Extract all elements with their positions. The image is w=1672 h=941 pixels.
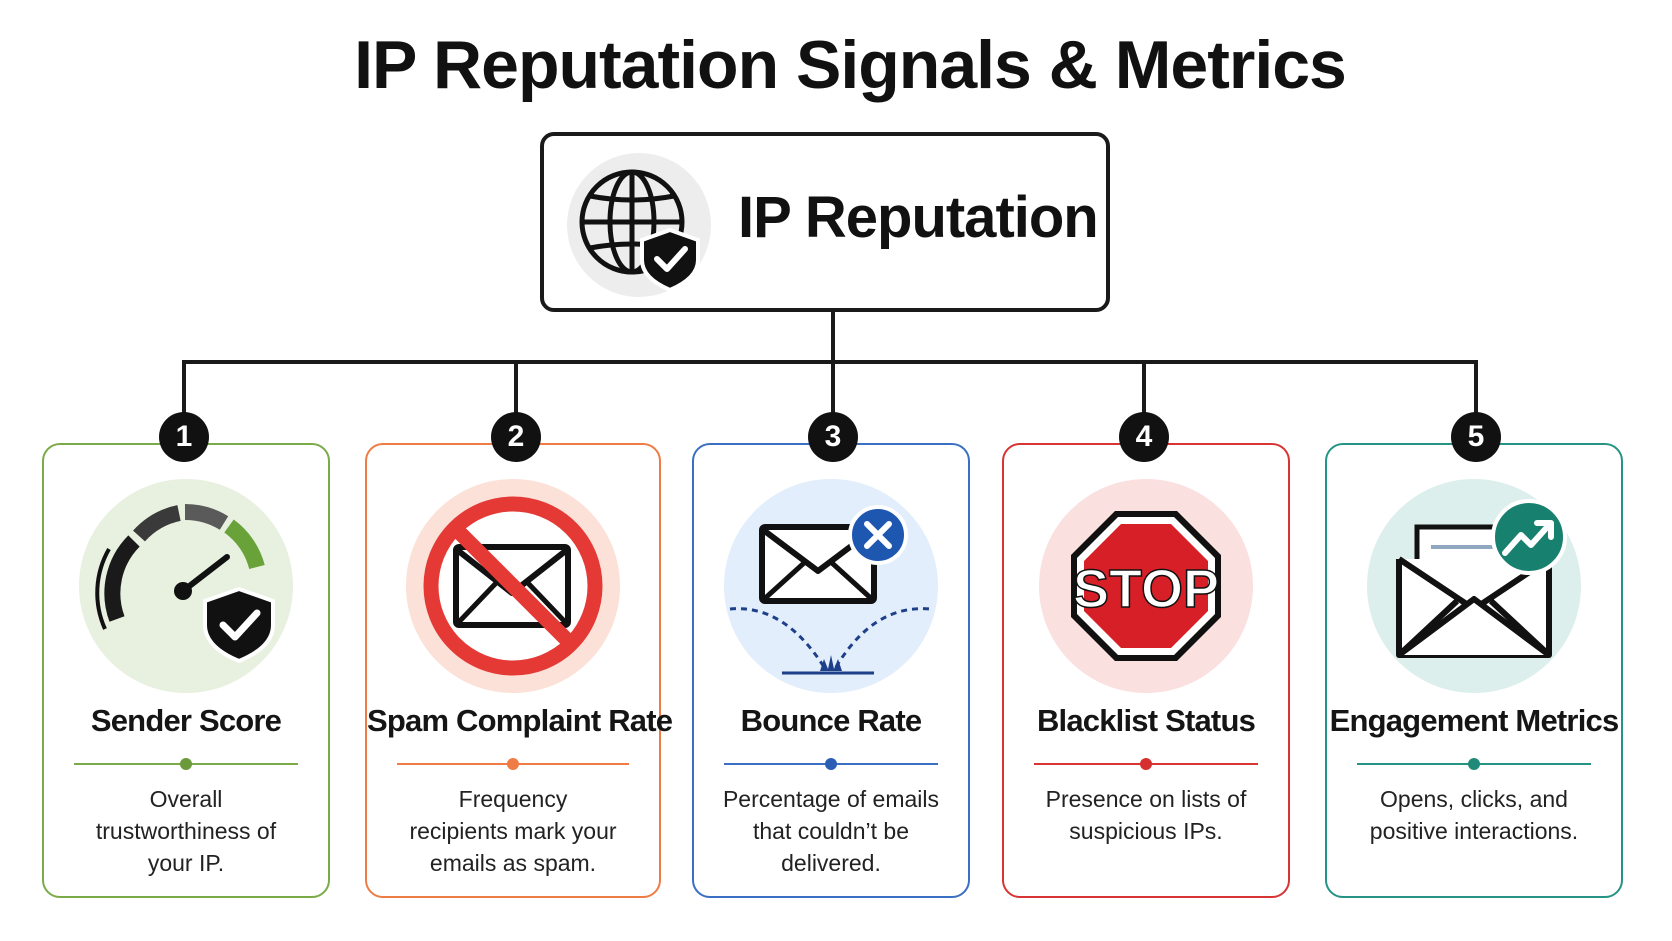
hub-box: IP Reputation — [540, 132, 1110, 312]
signal-description: Presence on lists of suspicious IPs. — [1045, 786, 1247, 844]
divider-dot — [825, 758, 837, 770]
bounced-email-icon — [724, 479, 938, 693]
signal-card-blacklist-status: STOP Blacklist Status Presence on lists … — [1002, 443, 1290, 898]
signal-description: Percentage of emails that couldn’t be de… — [722, 786, 940, 876]
signal-description: Overall trustworthiness of your IP. — [95, 786, 277, 876]
signal-label: Engagement Metrics — [1329, 703, 1620, 738]
signal-label: Bounce Rate — [740, 703, 922, 738]
signal-card-bounce-rate: Bounce Rate Percentage of emails that co… — [692, 443, 970, 898]
badge-3: 3 — [808, 412, 858, 462]
divider-dot — [1468, 758, 1480, 770]
open-email-trend-icon — [1367, 479, 1581, 693]
signal-label: Spam Complaint Rate — [367, 703, 673, 738]
signal-label: Sender Score — [90, 703, 282, 738]
badge-2: 2 — [491, 412, 541, 462]
badge-5: 5 — [1451, 412, 1501, 462]
divider-dot — [1140, 758, 1152, 770]
globe-shield-check-icon — [566, 152, 712, 298]
signal-card-spam-complaint-rate: Spam Complaint Rate Frequency recipients… — [365, 443, 673, 898]
signal-label: Blacklist Status — [1036, 703, 1256, 738]
hub-label: IP Reputation — [738, 185, 1099, 250]
no-email-icon — [406, 479, 620, 693]
stop-sign-icon: STOP — [1039, 479, 1253, 693]
divider-dot — [507, 758, 519, 770]
badge-1: 1 — [159, 412, 209, 462]
badge-4: 4 — [1119, 412, 1169, 462]
signal-description: Frequency recipients mark your emails as… — [409, 786, 617, 876]
gauge-shield-icon — [79, 479, 293, 693]
signal-card-sender-score: Sender Score Overall trustworthiness of … — [42, 443, 330, 898]
page-title: IP Reputation Signals & Metrics — [354, 27, 1347, 103]
divider-dot — [180, 758, 192, 770]
signal-card-engagement-metrics: Engagement Metrics Opens, clicks, and po… — [1325, 443, 1623, 898]
stop-sign-text: STOP — [1073, 559, 1219, 619]
signal-description: Opens, clicks, and positive interactions… — [1369, 786, 1579, 844]
